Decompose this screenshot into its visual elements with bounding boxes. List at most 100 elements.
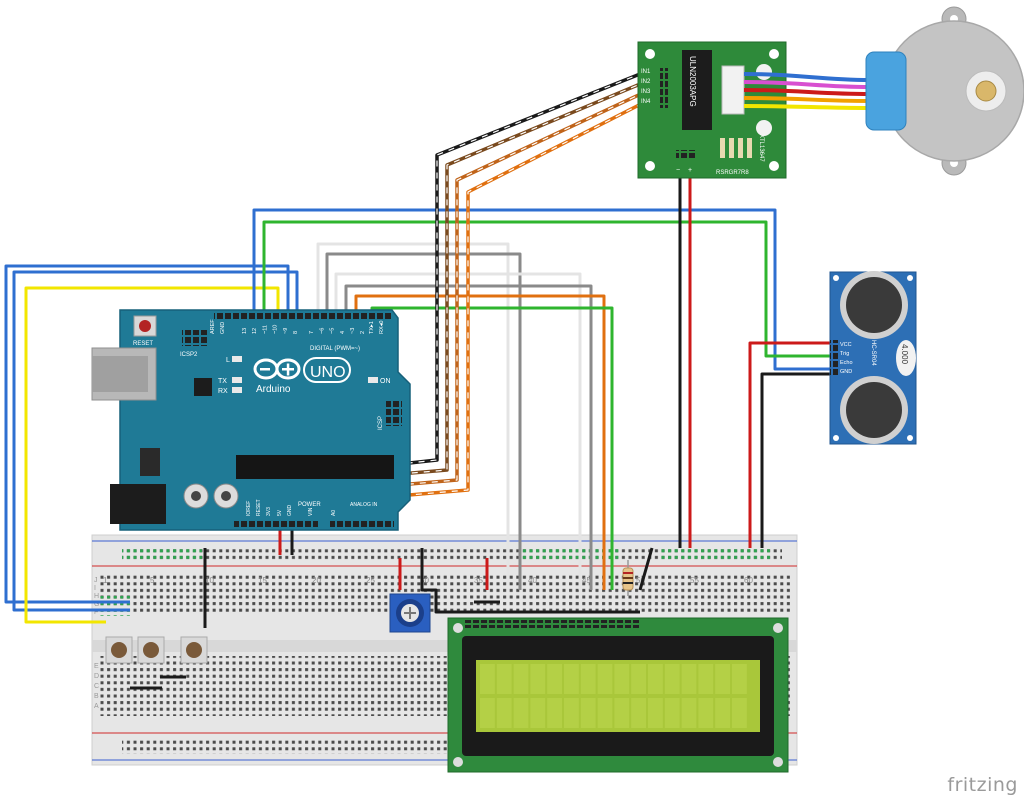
icsp2-label: ICSP2 [180, 352, 198, 358]
wire-orange-in4-stripe [373, 101, 646, 528]
row-letter: D [94, 673, 99, 680]
digital-label: DIGITAL (PWM=~) [310, 346, 360, 352]
lcd-display[interactable] [447, 617, 789, 773]
lcd-cell [480, 664, 495, 694]
potentiometer[interactable] [389, 593, 431, 633]
driver-vcc-label: + [688, 167, 692, 174]
wire-orange-rs[interactable] [354, 294, 606, 590]
digital-pin-label: 12 [252, 328, 258, 334]
wire-blue-2[interactable] [12, 270, 299, 612]
terminal-strip-upper [100, 575, 790, 615]
ultrasonic-sensor[interactable]: 4.000 HC-SR04 VCC Trig Echo GND [829, 271, 917, 445]
lcd-cell [732, 698, 747, 728]
wire-white-2[interactable] [325, 252, 522, 590]
column-number: 55 [690, 576, 699, 585]
digital-pin-label: 4 [340, 331, 346, 334]
column-number: 35 [474, 576, 483, 585]
digital-pin-label: ~11 [262, 325, 268, 334]
in3-label: IN3 [641, 89, 651, 95]
lcd-cell [496, 698, 512, 728]
arduino-logo: UNO Arduino [253, 357, 351, 395]
power-header [234, 520, 318, 528]
motor-shaft [975, 80, 997, 102]
motor-connector [721, 65, 745, 115]
stepper-driver-board[interactable]: ULN2003APG IN1 IN2 IN3 IN4 RSRGR7R8 XTL1… [637, 41, 787, 179]
row-letter: F [94, 609, 98, 616]
5v-label: 5V [277, 509, 283, 516]
lcd-cell [564, 698, 579, 728]
lcd-pin-header [464, 620, 640, 628]
analog-header [330, 520, 394, 528]
column-number: 40 [528, 576, 537, 585]
row-letter: C [94, 683, 99, 690]
wire-red-sensor-vcc[interactable] [748, 341, 830, 548]
gnd-label: GND [220, 322, 226, 334]
wire-black-jumper-4[interactable] [638, 547, 654, 591]
column-number: 20 [312, 576, 321, 585]
3v3-label: 3V3 [266, 507, 272, 516]
push-button-2[interactable] [137, 636, 165, 664]
l-led-label: L [226, 357, 230, 364]
lcd-cell [580, 698, 596, 728]
lcd-cell [580, 664, 596, 694]
column-number: 45 [582, 576, 591, 585]
sensor-pin-trig: Trig [840, 351, 849, 357]
reset-label: RESET [133, 341, 153, 347]
lcd-cell [648, 698, 663, 728]
lcd-cell [547, 664, 562, 694]
digital-pin-label: ~5 [330, 328, 336, 334]
breadboard-column-numbers: 1 5 10 15 20 25 30 35 40 45 50 55 60 [103, 576, 753, 585]
sensor-pin-gnd: GND [840, 369, 852, 375]
push-button-3[interactable] [180, 636, 208, 664]
digital-pin-label: 8 [293, 331, 299, 334]
gnd-pin-label: GND [287, 505, 293, 517]
led-labels: RSRGR7R8 [716, 170, 749, 176]
wire-yellow[interactable] [24, 286, 280, 624]
push-button-1[interactable] [105, 636, 133, 664]
side-label: XTL13647 [758, 134, 764, 162]
column-number: 25 [366, 576, 375, 585]
wire-black-jumper-2[interactable] [420, 548, 640, 614]
lcd-cell [648, 664, 663, 694]
resistor[interactable] [622, 560, 634, 596]
vin-label: VIN [308, 507, 314, 516]
column-number: 10 [205, 576, 214, 585]
usb-chip [194, 378, 212, 396]
lcd-cell [513, 664, 529, 694]
row-letter: E [94, 663, 99, 670]
stepper-motor[interactable] [865, 6, 1024, 176]
fritzing-watermark: fritzing [947, 774, 1018, 796]
column-number: 1 [103, 576, 108, 585]
lcd-cell [564, 664, 579, 694]
icsp-label: ICSP [378, 416, 384, 430]
digital-pin-label: 7 [309, 331, 315, 334]
lcd-cell [631, 698, 646, 728]
wire-green-sensor[interactable] [262, 220, 830, 358]
wire-brown-in2-stripe [353, 81, 646, 528]
digital-pin-label: 13 [242, 328, 248, 334]
row-letter: B [94, 693, 99, 700]
column-number: 60 [744, 576, 753, 585]
column-number: 15 [258, 576, 267, 585]
wire-blue-sensor[interactable] [252, 208, 830, 371]
sensor-pin-echo: Echo [840, 360, 853, 366]
rx-led-label: RX [218, 388, 228, 395]
power-jack [110, 484, 166, 524]
analog-label: ANALOG IN [350, 502, 378, 508]
lcd-cell [513, 698, 529, 728]
wire-black-sensor-gnd[interactable] [760, 372, 830, 548]
wire-white-1[interactable] [316, 242, 510, 590]
wire-blue-1[interactable] [4, 264, 290, 604]
ioref-label: IOREF [246, 501, 252, 516]
in2-label: IN2 [641, 79, 651, 85]
column-number: 30 [420, 576, 429, 585]
lcd-cell [698, 698, 714, 728]
in4-label: IN4 [641, 99, 651, 105]
lcd-cell [597, 698, 613, 728]
uln2003-chip [682, 50, 712, 130]
lcd-cell [715, 664, 730, 694]
a0-label: A0 [331, 510, 337, 516]
